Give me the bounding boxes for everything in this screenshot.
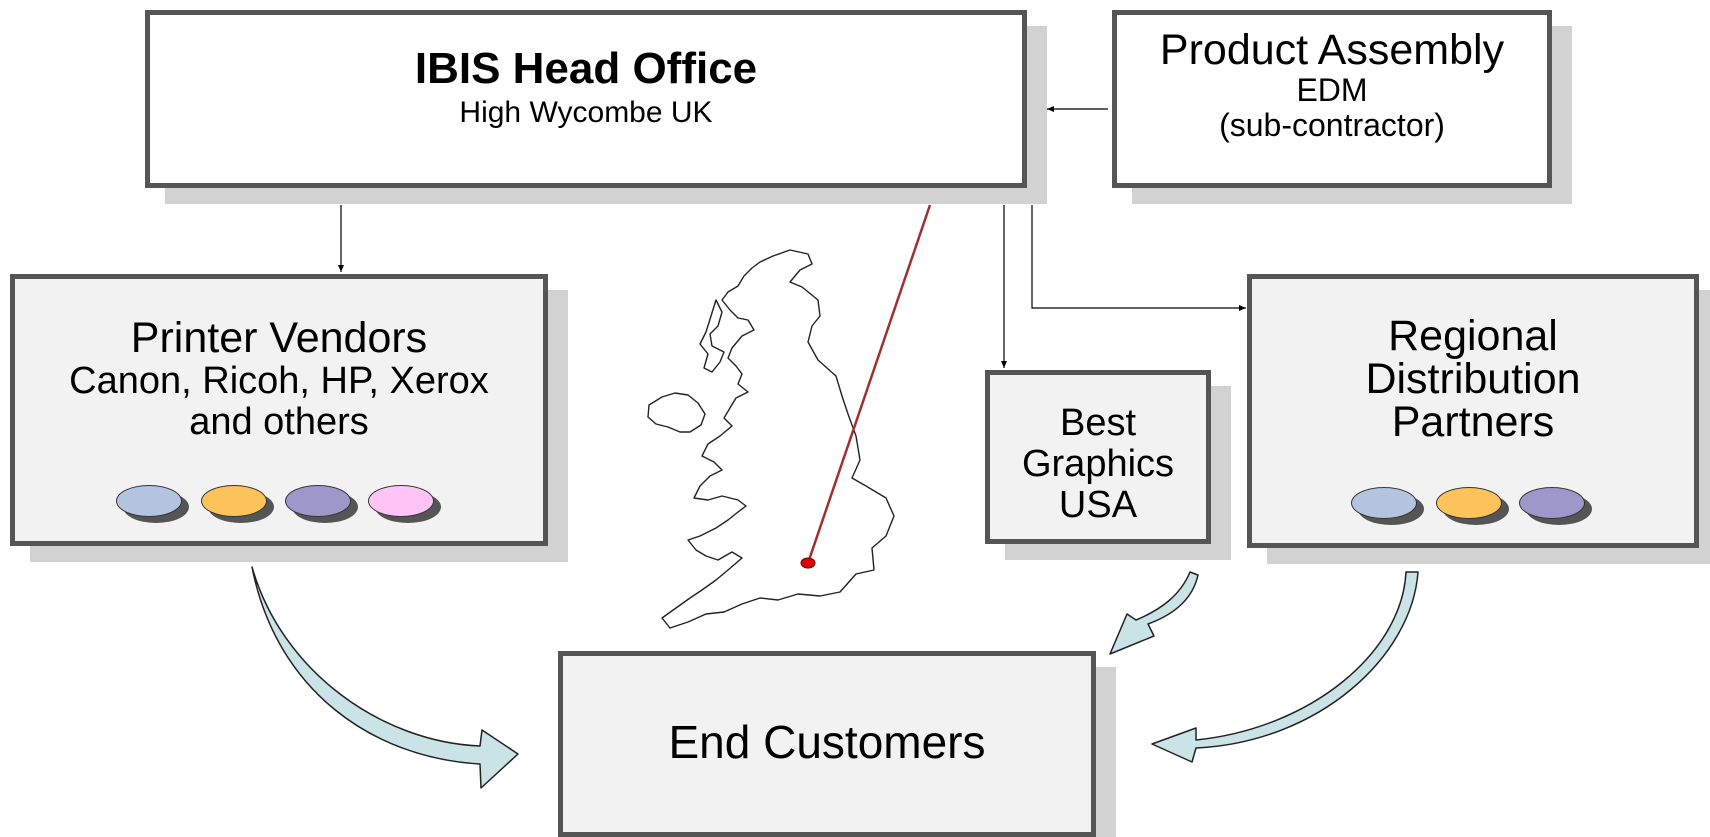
regional-partners-box: Regional Distribution Partners bbox=[1247, 274, 1699, 548]
head-office-subtitle: High Wycombe UK bbox=[459, 95, 713, 129]
regional-oval-3 bbox=[1519, 487, 1585, 519]
vendor-ovals bbox=[15, 485, 543, 521]
vendor-oval-1 bbox=[116, 485, 182, 517]
vendor-oval-4 bbox=[368, 485, 434, 517]
curved-arrow-bestgraphics-to-customers bbox=[1109, 571, 1199, 655]
regional-oval-1 bbox=[1351, 487, 1417, 519]
vendor-oval-2 bbox=[201, 485, 267, 517]
end-customers-box: End Customers bbox=[558, 651, 1096, 837]
curved-arrow-regional-to-customers bbox=[1151, 571, 1419, 763]
location-pin-icon bbox=[800, 557, 816, 569]
regional-line3: Partners bbox=[1391, 398, 1555, 446]
printer-vendors-box: Printer Vendors Canon, Ricoh, HP, Xerox … bbox=[10, 274, 548, 546]
end-customers-title: End Customers bbox=[668, 716, 986, 768]
best-graphics-line2: Graphics bbox=[1021, 443, 1175, 486]
head-office-box: IBIS Head Office High Wycombe UK bbox=[145, 10, 1027, 188]
printer-vendors-others: and others bbox=[189, 401, 369, 444]
vendor-oval-3 bbox=[285, 485, 351, 517]
product-assembly-box: Product Assembly EDM (sub-contractor) bbox=[1112, 10, 1552, 188]
uk-map-icon bbox=[647, 249, 895, 629]
printer-vendors-brands: Canon, Ricoh, HP, Xerox bbox=[69, 360, 489, 403]
curved-arrow-vendors-to-customers bbox=[251, 566, 519, 789]
printer-vendors-title: Printer Vendors bbox=[130, 314, 428, 362]
regional-oval-2 bbox=[1436, 487, 1502, 519]
product-assembly-line3: (sub-contractor) bbox=[1219, 106, 1445, 143]
best-graphics-box: Best Graphics USA bbox=[985, 370, 1211, 544]
map-pointer-line bbox=[806, 204, 932, 564]
head-office-title: IBIS Head Office bbox=[414, 44, 758, 93]
arrow-headoffice-to-regional bbox=[1031, 205, 1246, 311]
regional-ovals bbox=[1252, 487, 1694, 523]
product-assembly-title: Product Assembly bbox=[1159, 26, 1505, 74]
product-assembly-line2: EDM bbox=[1296, 72, 1368, 109]
regional-line2: Distribution bbox=[1365, 355, 1581, 403]
best-graphics-line3: USA bbox=[1058, 484, 1138, 527]
best-graphics-line1: Best bbox=[1059, 402, 1137, 444]
regional-line1: Regional bbox=[1388, 312, 1558, 360]
